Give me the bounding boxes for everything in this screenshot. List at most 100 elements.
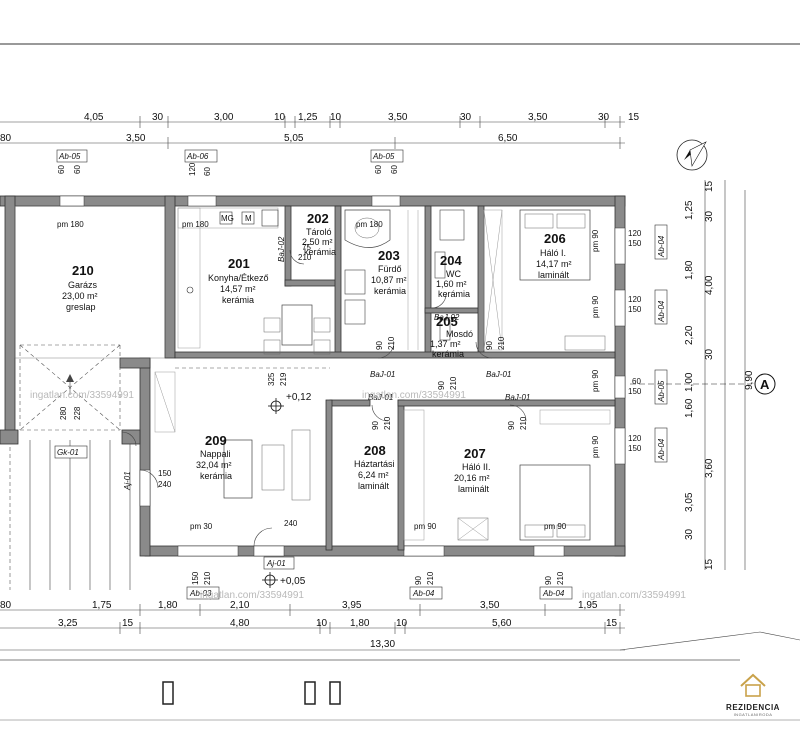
dim-right: 1,80 (684, 260, 695, 280)
bottom-dimension-chain-1: 80 1,75 1,80 2,10 3,95 3,50 1,95 (0, 600, 625, 616)
room-208: 208 Háztartási 6,24 m² laminált (354, 443, 395, 491)
door-swings (121, 249, 527, 547)
window-tag: Ab-03 (189, 589, 212, 598)
living-room-furniture (154, 371, 311, 501)
opening-size: 240 (158, 480, 172, 489)
dim-top2-d: 6,50 (498, 133, 518, 144)
opening-size: 210 (298, 253, 312, 262)
room-number: 207 (464, 446, 486, 461)
window-tag: Ab-05 (657, 380, 666, 403)
room-floor: kerámia (374, 286, 406, 296)
dim-bottom1: 2,10 (230, 600, 250, 611)
door-tag: BaJ-01 (370, 370, 395, 379)
bedroom-2-furniture (403, 409, 611, 541)
room-209: 209 Nappali 32,04 m² kerámia (196, 433, 232, 481)
north-arrow-icon (676, 139, 708, 171)
dim-top2-a: 80 (0, 133, 12, 144)
dim-top1-k: 15 (628, 112, 640, 123)
dim-bottom2: 10 (316, 618, 328, 629)
dim-right: 30 (704, 348, 715, 360)
window-size: 60 (73, 165, 82, 174)
window-openings (59, 195, 626, 557)
room-number: 204 (440, 253, 462, 268)
opening-size: 90 (437, 381, 446, 390)
dim-bottom2: 10 (396, 618, 408, 629)
room-name: Háló I. (540, 248, 566, 258)
door-tag: BaJ-02 (277, 236, 286, 262)
window-size: 210 (426, 571, 435, 585)
window-size-right: 150 (628, 387, 642, 396)
window-size: 60 (203, 167, 212, 176)
window-tags-right: Ab-04 Ab-04 Ab-05 Ab-04 (654, 224, 668, 463)
room-number: 203 (378, 248, 400, 263)
logo-name: REZIDENCIA (726, 703, 780, 712)
sill-heights: pm 180 pm 180 pm 180 pm 90 pm 90 pm 90 p… (57, 220, 600, 531)
bathroom-fixtures (344, 209, 503, 351)
room-floor: kerámia (304, 247, 336, 257)
door-tag: BaJ-01 (486, 370, 511, 379)
interior-walls (174, 205, 616, 551)
sill-label: pm 180 (57, 220, 84, 229)
room-number: 202 (307, 211, 329, 226)
dim-right: 30 (684, 528, 695, 540)
dim-right: 4,00 (704, 275, 715, 295)
window-tags-top: Ab-05 Ab-06 Ab-05 60 60 120 60 60 60 (56, 149, 404, 176)
room-name: Tároló (306, 227, 332, 237)
top-dimension-chain-1: 4,05 30 3,00 10 1,25 10 3,50 30 3,50 30 … (0, 112, 640, 128)
window-size-right: 60 (632, 377, 641, 386)
dim-bottom1: 3,50 (480, 600, 500, 611)
window-size-right: 150 (628, 305, 642, 314)
watermarks: ingatlan.com/33594991 ingatlan.com/33594… (30, 390, 686, 601)
dim-right: 1,25 (684, 200, 695, 220)
room-floor: kerámia (432, 349, 464, 359)
room-205: 205 Mosdó 1,37 m² kerámia (430, 314, 473, 359)
opening-sizes: 90 210 90 210 325 219 90 210 90 210 90 2… (158, 229, 642, 528)
dim-bottom2: 15 (122, 618, 134, 629)
window-tag: Ab-05 (58, 152, 81, 161)
room-name: Nappali (200, 449, 231, 459)
terrace-band (0, 631, 800, 721)
room-area: 32,04 m² (196, 460, 232, 470)
door-tag: Aj-01 (266, 559, 286, 568)
room-206: 206 Háló I. 14,17 m² laminált (536, 231, 572, 280)
window-size-right: 120 (628, 229, 642, 238)
room-floor: laminált (358, 481, 390, 491)
dim-right: 30 (704, 210, 715, 222)
room-floor: laminált (538, 270, 570, 280)
opening-size: 90 (507, 421, 516, 430)
dim-top1-b: 30 (152, 112, 164, 123)
dim-bottom1: 80 (0, 600, 12, 611)
room-name: WC (446, 269, 461, 279)
dim-right: 3,60 (704, 458, 715, 478)
room-area: 1,60 m² (436, 279, 467, 289)
logo-subtitle: INGATLANIRODA (733, 712, 773, 717)
watermark: ingatlan.com/33594991 (30, 390, 134, 401)
total-dimension: 13,30 (0, 639, 625, 651)
dim-right: 1,00 (684, 372, 695, 392)
dim-right: 1,60 (684, 398, 695, 418)
opening-size: 210 (519, 416, 528, 430)
room-203: 203 Fürdő 10,87 m² kerámia (371, 248, 407, 296)
opening-size: 90 (375, 341, 384, 350)
window-size-right: 150 (628, 239, 642, 248)
sill-label: pm 90 (544, 522, 567, 531)
opening-size: 210 (383, 416, 392, 430)
room-number: 205 (436, 314, 458, 329)
room-name: Konyha/Étkező (208, 273, 269, 283)
window-tags-bottom: 150 210 Ab-03 90 210 Ab-04 90 210 Ab-04 (186, 571, 573, 600)
door-tag: BaJ-02 (434, 313, 460, 322)
sill-label: pm 90 (414, 522, 437, 531)
dim-right: 9,90 (744, 370, 755, 390)
garage-door-height: 228 (73, 406, 82, 420)
garage-door-width: 280 (59, 406, 68, 420)
window-tag: Ab-05 (372, 152, 395, 161)
window-size-right: 150 (628, 444, 642, 453)
top-dimension-chain-2: 80 3,50 5,05 6,50 (0, 133, 625, 149)
bedroom-1-furniture (519, 209, 606, 351)
room-number: 210 (72, 263, 94, 278)
appliance-m: M (245, 214, 252, 223)
room-number: 201 (228, 256, 250, 271)
opening-size: 150 (158, 469, 172, 478)
window-tag: Ab-04 (412, 589, 435, 598)
